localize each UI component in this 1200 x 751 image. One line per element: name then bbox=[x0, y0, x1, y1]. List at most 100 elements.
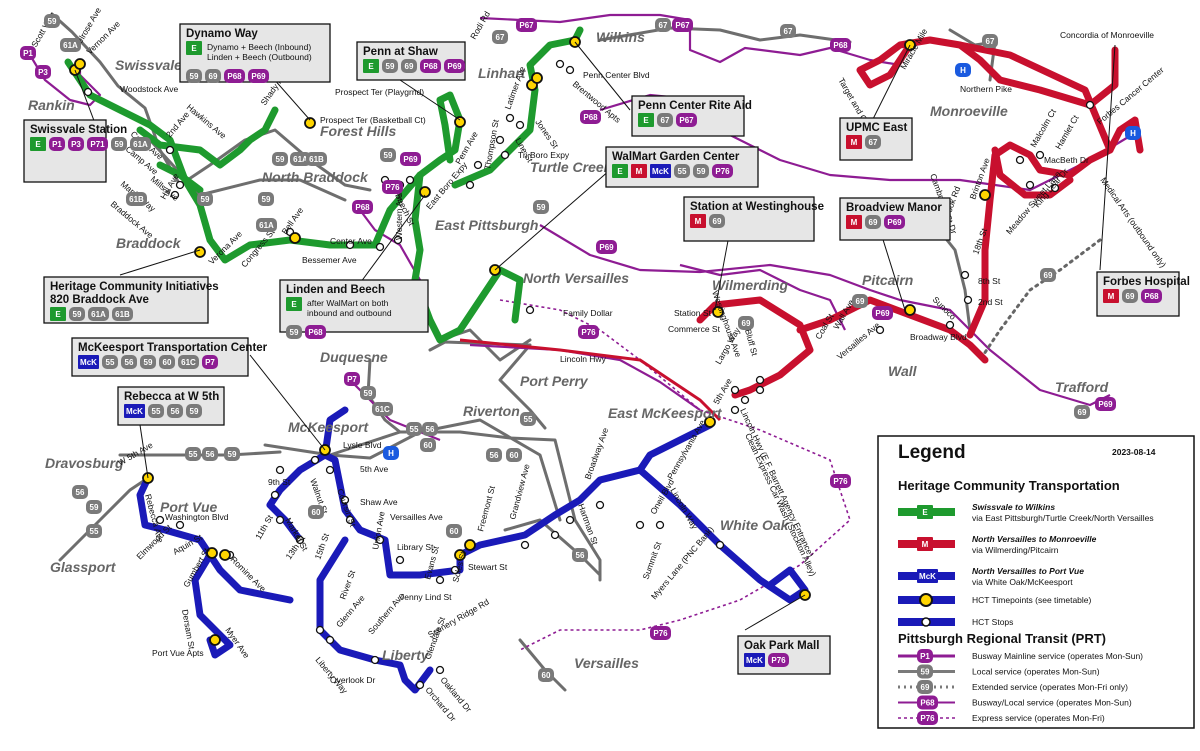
hct-stop bbox=[473, 160, 483, 170]
callout-route-badge: 69 bbox=[205, 69, 221, 83]
map-badge-p68: P68 bbox=[580, 110, 601, 124]
svg-text:McK: McK bbox=[126, 407, 143, 416]
hct-stop bbox=[1025, 180, 1035, 190]
place-port-vue: Port Vue bbox=[160, 499, 218, 515]
hct-timepoint bbox=[419, 186, 431, 198]
hct-stop bbox=[755, 375, 765, 385]
hct-stop bbox=[345, 240, 355, 250]
hct-timepoint bbox=[531, 72, 543, 84]
svg-text:P71: P71 bbox=[90, 140, 105, 149]
hct-stop bbox=[435, 665, 445, 675]
legend-hct-name: Swissvale to Wilkins bbox=[972, 502, 1055, 512]
svg-text:P7: P7 bbox=[347, 375, 357, 384]
place-wilkins: Wilkins bbox=[596, 29, 645, 45]
hct-timepoint bbox=[219, 549, 231, 561]
hct-timepoint bbox=[74, 58, 86, 70]
svg-text:61A: 61A bbox=[133, 140, 148, 149]
street-label: Coursin St bbox=[335, 487, 358, 528]
svg-text:69: 69 bbox=[742, 319, 751, 328]
street-label: Freemont St bbox=[475, 484, 497, 532]
legend-prt-desc: Busway/Local service (operates Mon-Sun) bbox=[972, 698, 1132, 708]
svg-text:P76: P76 bbox=[833, 477, 848, 486]
map-badge-h: H bbox=[955, 63, 971, 77]
svg-text:61B: 61B bbox=[115, 310, 130, 319]
street-label: Glendale St bbox=[422, 615, 447, 661]
street-label: 2nd St bbox=[978, 297, 1003, 307]
hct-stop bbox=[963, 295, 973, 305]
hct-timepoint bbox=[464, 539, 476, 551]
svg-text:P69: P69 bbox=[1098, 400, 1113, 409]
svg-text:P3: P3 bbox=[71, 140, 81, 149]
svg-text:67: 67 bbox=[659, 21, 668, 30]
callout-route-badge: P68 bbox=[420, 59, 441, 73]
map-badge-55: 55 bbox=[86, 524, 102, 538]
hct-timepoint bbox=[209, 634, 221, 646]
legend-prt-desc: Express service (operates Mon-Fri) bbox=[972, 713, 1105, 723]
map-badge-p68: P68 bbox=[830, 38, 851, 52]
svg-text:P68: P68 bbox=[308, 328, 323, 337]
place-duquesne: Duquesne bbox=[320, 349, 388, 365]
map-badge-61b: 61B bbox=[306, 152, 327, 166]
legend-timepoint-sample: HCT Timepoints (see timetable) bbox=[898, 593, 1092, 607]
hct-stop bbox=[505, 113, 515, 123]
route-p68-linden bbox=[359, 209, 421, 281]
map-badge-p67: P67 bbox=[672, 18, 693, 32]
hct-stop bbox=[740, 395, 750, 405]
place-rankin: Rankin bbox=[28, 97, 75, 113]
legend-prt-badge: P76 bbox=[917, 711, 938, 725]
svg-text:59: 59 bbox=[697, 167, 706, 176]
map-badge-56: 56 bbox=[72, 485, 88, 499]
svg-text:69: 69 bbox=[1078, 408, 1087, 417]
legend-stops: HCT Stops bbox=[972, 617, 1013, 627]
street-label: Jones St bbox=[533, 117, 561, 150]
street-label: 8th St bbox=[978, 276, 1001, 286]
street-label: Pennsylvania Ave bbox=[665, 418, 707, 481]
svg-text:55: 55 bbox=[524, 415, 533, 424]
place-white-oak: White Oak bbox=[720, 517, 790, 533]
street-label: Shaw Ave bbox=[360, 497, 398, 507]
hct-stop bbox=[83, 87, 93, 97]
callout-hct-badge: M bbox=[690, 214, 706, 228]
callout-title: Swissvale Station bbox=[30, 124, 127, 136]
map-badge-56: 56 bbox=[422, 422, 438, 436]
svg-text:56: 56 bbox=[76, 488, 85, 497]
callout-route-badge: 59 bbox=[186, 69, 202, 83]
hct-stop bbox=[655, 520, 665, 530]
street-label: Northern Pike bbox=[960, 84, 1012, 94]
hct-stop bbox=[295, 535, 305, 545]
hct-stop bbox=[345, 515, 355, 525]
callout-route-badge: 59 bbox=[382, 59, 398, 73]
legend-timepoints: HCT Timepoints (see timetable) bbox=[972, 595, 1092, 605]
callout-hct-badge: P1 bbox=[49, 137, 65, 151]
map-badge-67: 67 bbox=[655, 18, 671, 32]
svg-text:60: 60 bbox=[510, 451, 519, 460]
route-wilmerding-loop bbox=[679, 263, 846, 331]
hct-stop bbox=[415, 680, 425, 690]
hct-stop bbox=[340, 495, 350, 505]
hct-stop bbox=[565, 65, 575, 75]
street-label: Tri Boro Expy bbox=[518, 150, 570, 160]
map-badge-59: 59 bbox=[380, 148, 396, 162]
svg-text:E: E bbox=[35, 140, 41, 149]
svg-text:61A: 61A bbox=[293, 155, 308, 164]
svg-text:M: M bbox=[851, 218, 858, 227]
legend-date: 2023-08-14 bbox=[1112, 447, 1156, 457]
street-label: Lysle Blvd bbox=[343, 440, 382, 450]
svg-text:67: 67 bbox=[869, 138, 878, 147]
svg-text:60: 60 bbox=[542, 671, 551, 680]
street-label: Bluff St bbox=[743, 328, 760, 358]
street-label: Western Ave bbox=[394, 192, 404, 240]
street-label: Lincoln Way bbox=[668, 486, 700, 531]
street-label: 5th Ave bbox=[360, 464, 388, 474]
street-label: 9th St bbox=[268, 477, 291, 487]
hct-stop bbox=[635, 520, 645, 530]
svg-text:61A: 61A bbox=[63, 41, 78, 50]
street-label: Prospect Ter (Playgrnd) bbox=[335, 87, 424, 97]
svg-text:59: 59 bbox=[190, 72, 199, 81]
map-badge-56: 56 bbox=[202, 447, 218, 461]
hct-stop bbox=[1035, 150, 1045, 160]
map-badge-p76: P76 bbox=[830, 474, 851, 488]
hct-stop bbox=[155, 515, 165, 525]
